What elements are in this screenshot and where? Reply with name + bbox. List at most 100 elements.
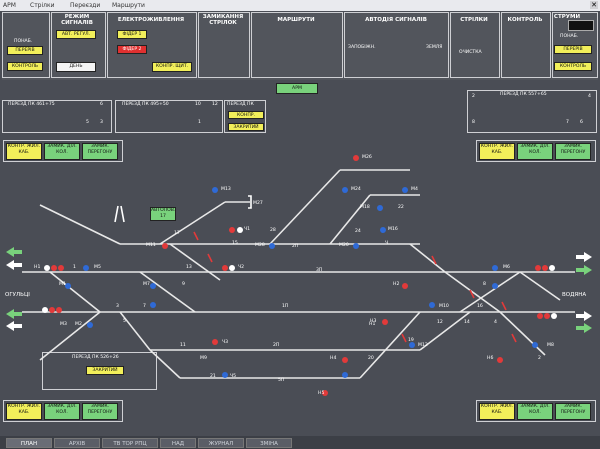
track-scheme [6, 155, 592, 396]
avt-regul-button[interactable]: АВТ. РЕГУЛ. [56, 30, 96, 39]
sig-label-13: М20 [339, 243, 349, 248]
crossing-461-n3: 3 [100, 120, 103, 125]
crossing-495-title: ПЕРЕЗД ПК 495+50 [122, 102, 169, 107]
ponab-right-label: ПОНАБ. [560, 34, 579, 39]
sig-label-26: 9 [182, 282, 185, 287]
elektro-group [107, 12, 197, 78]
titlebar-item-strilky[interactable]: Стрілки [30, 2, 55, 9]
pereriv-left-button[interactable]: ПЕРЕРІВ [7, 46, 43, 55]
konpr-zhyl-kab-button-rt[interactable]: КОНТР. ЖИЛ. КАБ. [479, 143, 515, 160]
sig-label-21: М5 [94, 265, 101, 270]
sig-label-14: 24 [355, 229, 361, 234]
tab-plan[interactable]: ПЛАН [6, 438, 52, 448]
sig-label-54: 21 [210, 374, 216, 379]
sig-label-22: М6 [503, 265, 510, 270]
sig-label-40: Ч3 [222, 340, 229, 345]
tab-arkhiv[interactable]: АРХІВ [54, 438, 100, 448]
zamykannia-group [198, 12, 250, 78]
crossing-526-panel [42, 352, 157, 390]
sig-label-33: 3 [116, 304, 119, 309]
avtopusk-indicator[interactable]: АВТОПОВ. 17 [150, 207, 176, 221]
avtodiia-group [344, 12, 449, 78]
sig-label-55: 5П [278, 378, 285, 383]
fider1-button[interactable]: ФІДЕР 1 [117, 30, 147, 39]
kontrol-left-button[interactable]: КОНТРОЛЬ [7, 62, 43, 71]
crossing-461-title: ПЕРЕЗД ПК 461+75 [8, 102, 55, 107]
left-top-group [3, 140, 123, 162]
crossing-557-title: ПЕРЕЗД ПК 557+65 [500, 92, 547, 97]
sig-label-32: 7 [143, 304, 146, 309]
sig-label-44: 4 [494, 320, 497, 325]
sig-label-19: Н1 [34, 265, 41, 270]
crossing-557-n2: 8 [472, 120, 475, 125]
crossing-557-n1: 2 [472, 94, 475, 99]
pereriv-right-button[interactable]: ПЕРЕРІВ [554, 45, 592, 54]
zamyk-dil-kol-button-rb[interactable]: ЗАМИК. ДІЛ. КОЛ. [517, 403, 553, 420]
zemlia-label: ЗЕМЛЯ [426, 45, 443, 50]
tab-nad[interactable]: НАД [160, 438, 196, 448]
crossing-526-zakrytyi-button[interactable]: ЗАКРИТИЙ [86, 366, 124, 375]
header-zamykannia: ЗАМИКАННЯ СТРІЛОК [202, 14, 244, 26]
titlebar-item-arm[interactable]: АРМ [3, 2, 16, 9]
sig-label-42: 12 [437, 320, 443, 325]
crossing-557-panel [467, 90, 597, 133]
sig-label-46: 2П [273, 343, 280, 348]
zamyk-pereghonu-button-lb[interactable]: ЗАМИК. ПЕРЕГОНУ [82, 403, 118, 420]
strumy-display [568, 20, 594, 31]
marshruty-group [251, 12, 343, 78]
right-top-group [476, 140, 596, 162]
crossing-526-title: ПЕРЕЗД ПК 526+26 [72, 355, 119, 360]
signals [42, 155, 557, 396]
ponab-left-label: ПОНАБ. [14, 39, 33, 44]
sig-label-45: М8 [547, 343, 554, 348]
sig-label-31: 5 [123, 319, 126, 324]
crossing-pk-konpr-button[interactable]: КОНПР. [228, 111, 264, 119]
sig-label-4: М18 [360, 205, 370, 210]
fider2-button[interactable]: ФІДЕР 2 [117, 45, 147, 54]
tab-zhurnal[interactable]: ЖУРНАЛ [198, 438, 244, 448]
sig-label-35: М10 [439, 304, 449, 309]
sig-label-25: М7 [143, 282, 150, 287]
right-bottom-group [476, 400, 596, 422]
zamyk-pereghonu-button-rb[interactable]: ЗАМИК. ПЕРЕГОНУ [555, 403, 591, 420]
sig-label-50: Н4 [330, 356, 337, 361]
sig-label-34: 1П [282, 304, 289, 309]
konpr-shchyt-button[interactable]: КОНПР. ЩИТ. [152, 62, 192, 72]
sig-label-0: М26 [362, 155, 372, 160]
zamyk-pereghonu-button-lt[interactable]: ЗАМИК. ПЕРЕГОНУ [82, 143, 118, 160]
tab-zmina[interactable]: ЗМІНА [246, 438, 292, 448]
kontrol-group [501, 12, 551, 78]
den-button[interactable]: ДЕНЬ [56, 62, 96, 72]
zamyk-dil-kol-button-lt[interactable]: ЗАМИК. ДІЛ. КОЛ. [44, 143, 80, 160]
crossing-pk-zakrytyi-button[interactable]: ЗАКРИТИЙ [228, 123, 264, 131]
sig-label-53: Ч5 [230, 374, 237, 379]
sig-label-23: 13 [186, 265, 192, 270]
zamyk-dil-kol-button-lb[interactable]: ЗАМИК. ДІЛ. КОЛ. [44, 403, 80, 420]
sig-label-41: Н1 [369, 322, 376, 327]
top-panel [2, 12, 598, 80]
header-marshruty: МАРШРУТИ [277, 17, 315, 23]
konpr-zhyl-kab-button-rb[interactable]: КОНТР. ЖИЛ. КАБ. [479, 403, 515, 420]
header-strilky: СТРІЛКИ [460, 17, 488, 23]
header-elektro: ЕЛЕКТРОЖИВЛЕННЯ [117, 17, 185, 23]
sig-label-28: Н2 [393, 282, 400, 287]
sig-label-2: М24 [351, 187, 361, 192]
header-kontrol: КОНТРОЛЬ [507, 17, 543, 23]
arm-button[interactable]: АРМ [276, 83, 318, 94]
sig-label-6: М27 [253, 201, 263, 206]
zamyk-dil-kol-button-rt[interactable]: ЗАМИК. ДІЛ. КОЛ. [517, 143, 553, 160]
konpr-zhyl-kab-button-lt[interactable]: КОНТР. ЖИЛ. КАБ. [6, 143, 42, 160]
sig-label-11: 28 [270, 228, 276, 233]
sig-label-27: 3П [316, 268, 323, 273]
zamyk-pereghonu-button-rt[interactable]: ЗАМИК. ПЕРЕГОНУ [555, 143, 591, 160]
left-bottom-group [3, 400, 123, 422]
titlebar-item-marshruty[interactable]: Маршрути [112, 2, 145, 9]
crossing-pk-panel [224, 100, 266, 133]
tab-tv-tor-rpts[interactable]: ТВ ТОР РПЦ [102, 438, 158, 448]
track-lines [22, 169, 575, 379]
close-icon[interactable]: ✕ [590, 1, 598, 9]
kontrol-right-button[interactable]: КОНТРОЛЬ [554, 62, 592, 71]
station-ohultsi: ОГУЛЬЦІ [5, 292, 30, 298]
titlebar-item-pereizdy[interactable]: Переєзди [70, 2, 101, 9]
konpr-zhyl-kab-button-lb[interactable]: КОНТР. ЖИЛ. КАБ. [6, 403, 42, 420]
